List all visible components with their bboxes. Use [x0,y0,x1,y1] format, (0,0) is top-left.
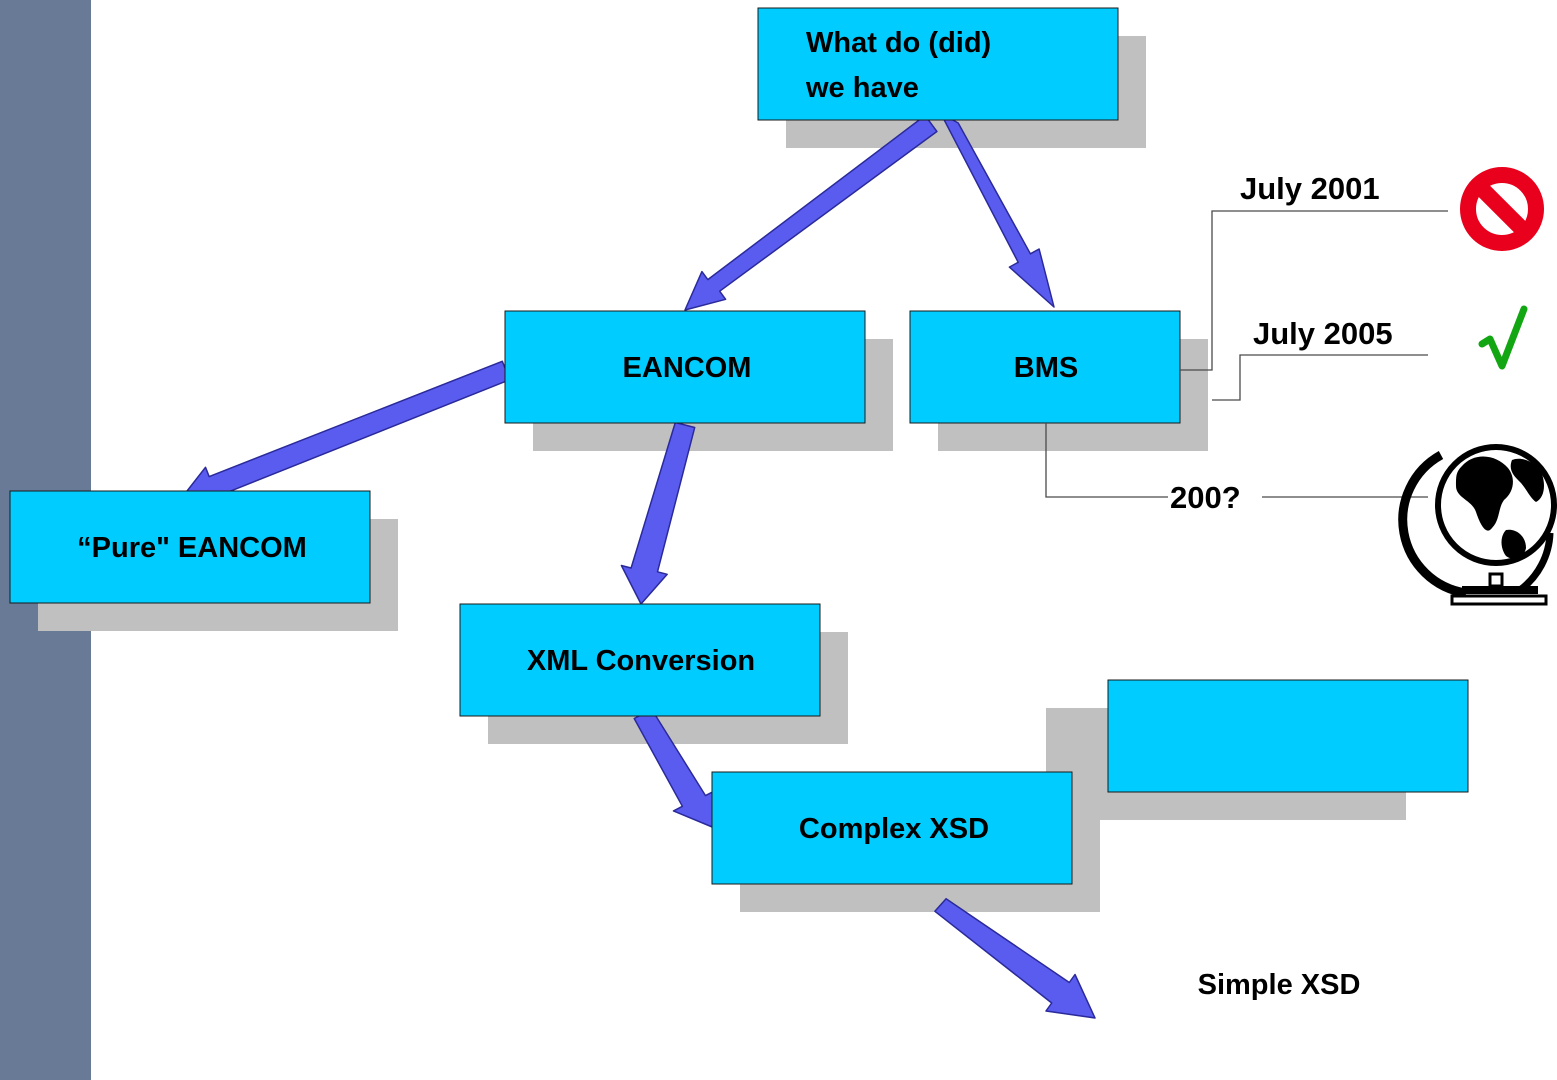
node-complex-xsd-label: Complex XSD [799,813,989,845]
label-july-2001: July 2001 [1240,171,1380,206]
connector-july-2005 [1212,354,1428,401]
label-200x: 200? [1170,480,1241,515]
node-bms [909,310,1181,424]
arrow-eancom-to-xml [620,421,696,605]
arrow-complex-to-simple [934,897,1096,1019]
node-eancom [504,310,866,424]
arrow-root-to-eancom [684,114,938,311]
check-mark-icon [1478,305,1528,370]
node-bms-label: BMS [1014,352,1078,384]
node-what-do-we-have [757,7,1119,121]
connector-200x-left [1045,423,1168,498]
connector-july-2001 [1180,210,1448,371]
node-simple-xsd-label: Simple XSD [1198,969,1361,1001]
node-xml-conversion-label: XML Conversion [527,645,755,677]
node-eancom-label: EANCOM [623,352,752,384]
prohibited-icon [1460,167,1544,251]
node-root-label-line2: we have [805,72,919,104]
node-complex-xsd [711,771,1073,885]
node-root-label-line1: What do (did) [806,27,991,59]
arrow-root-to-bms [940,112,1055,308]
arrow-eancom-to-pure [179,360,511,507]
node-xml-conversion [459,603,821,717]
label-july-2005: July 2005 [1253,316,1393,351]
node-simple-xsd [1107,679,1469,793]
node-pure-eancom [9,490,371,604]
node-pure-eancom-label: “Pure" EANCOM [77,532,307,564]
globe-icon [1398,444,1557,606]
